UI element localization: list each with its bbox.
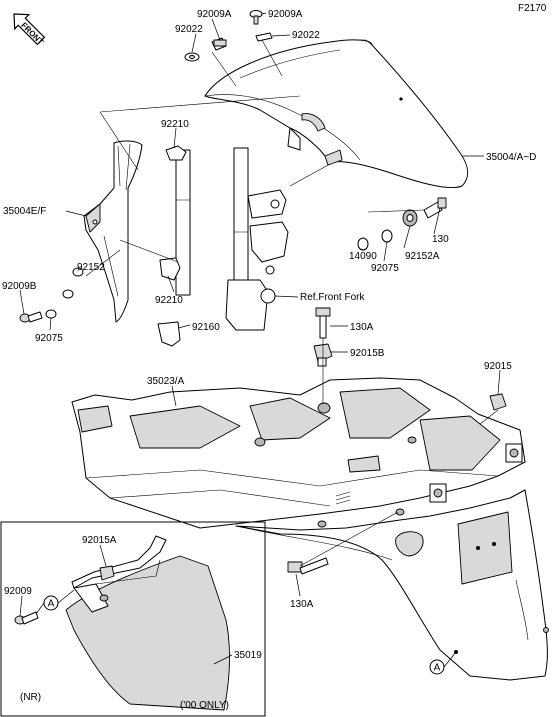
grommet-92152A xyxy=(402,209,418,227)
label-130A-top: 130A xyxy=(350,322,374,333)
washer-92022-right xyxy=(255,32,273,42)
front-fender-side-35004EF xyxy=(83,140,143,323)
bolt-92009 xyxy=(14,611,39,625)
washer-92075-left xyxy=(45,309,57,319)
label-92075-right: 92075 xyxy=(371,263,399,274)
bolt-92009A-top xyxy=(211,37,227,51)
reference-marker-a-fender: A xyxy=(429,659,445,675)
rear-fender-inner-35023 xyxy=(71,377,526,529)
clip-92210-mid xyxy=(159,257,181,281)
label-92210-top: 92210 xyxy=(161,119,189,130)
nut-92015A xyxy=(99,565,115,581)
leader-lines xyxy=(19,12,501,668)
bolt-92009A-right xyxy=(249,10,263,25)
label-130A-bottom: 130A xyxy=(290,599,314,610)
bolt-130A-bottom xyxy=(287,557,329,575)
label-92075-left: 92075 xyxy=(35,333,63,344)
grommet-92152 xyxy=(62,267,84,299)
label-92015A: 92015A xyxy=(82,535,117,546)
clip-92210-top xyxy=(165,145,187,161)
label-35019: 35019 xyxy=(234,650,262,661)
inset-frame xyxy=(0,521,266,717)
bolt-130A-top xyxy=(315,307,331,339)
label-92009A-right: 92009A xyxy=(268,9,303,20)
label-92152: 92152 xyxy=(77,262,105,273)
label-35004AD: 35004/A~D xyxy=(486,152,536,163)
label-92152A: 92152A xyxy=(405,251,440,262)
label-92009: 92009 xyxy=(4,586,32,597)
label-92009B: 92009B xyxy=(2,281,37,292)
rear-fender-outer xyxy=(235,489,549,681)
label-14090: 14090 xyxy=(349,251,377,262)
front-fender-35004 xyxy=(204,39,468,189)
label-92015B: 92015B xyxy=(350,348,385,359)
cover-92160 xyxy=(157,321,181,347)
label-92022-right: 92022 xyxy=(292,30,320,41)
label-nr: (NR) xyxy=(20,692,41,703)
label-92015: 92015 xyxy=(484,361,512,372)
washer-14090 xyxy=(357,237,369,251)
front-direction-arrow-icon: FRONT xyxy=(13,13,46,47)
figure-code: F2170 xyxy=(518,3,547,14)
washer-92075-right xyxy=(381,229,393,243)
label-35023A: 35023/A xyxy=(147,376,185,387)
label-00-only: ('00 ONLY) xyxy=(180,700,229,711)
nut-92015 xyxy=(489,393,507,411)
bolt-92009B xyxy=(19,311,43,323)
label-92210-mid: 92210 xyxy=(155,295,183,306)
fender-bracket xyxy=(287,127,301,151)
reference-marker-a-inset: A xyxy=(43,595,59,611)
label-ref-front-fork: Ref.Front Fork xyxy=(300,292,365,303)
label-92009A-top: 92009A xyxy=(197,9,232,20)
label-130: 130 xyxy=(432,234,449,245)
marker-a-inset-text: A xyxy=(48,599,55,610)
front-fork xyxy=(175,147,289,331)
marker-a-fender-text: A xyxy=(434,663,441,674)
label-92022-left: 92022 xyxy=(175,24,203,35)
label-35004EF: 35004E/F xyxy=(3,206,46,217)
mud-flap-35019 xyxy=(65,535,231,711)
bolt-130 xyxy=(423,197,447,219)
label-92160: 92160 xyxy=(192,322,220,333)
